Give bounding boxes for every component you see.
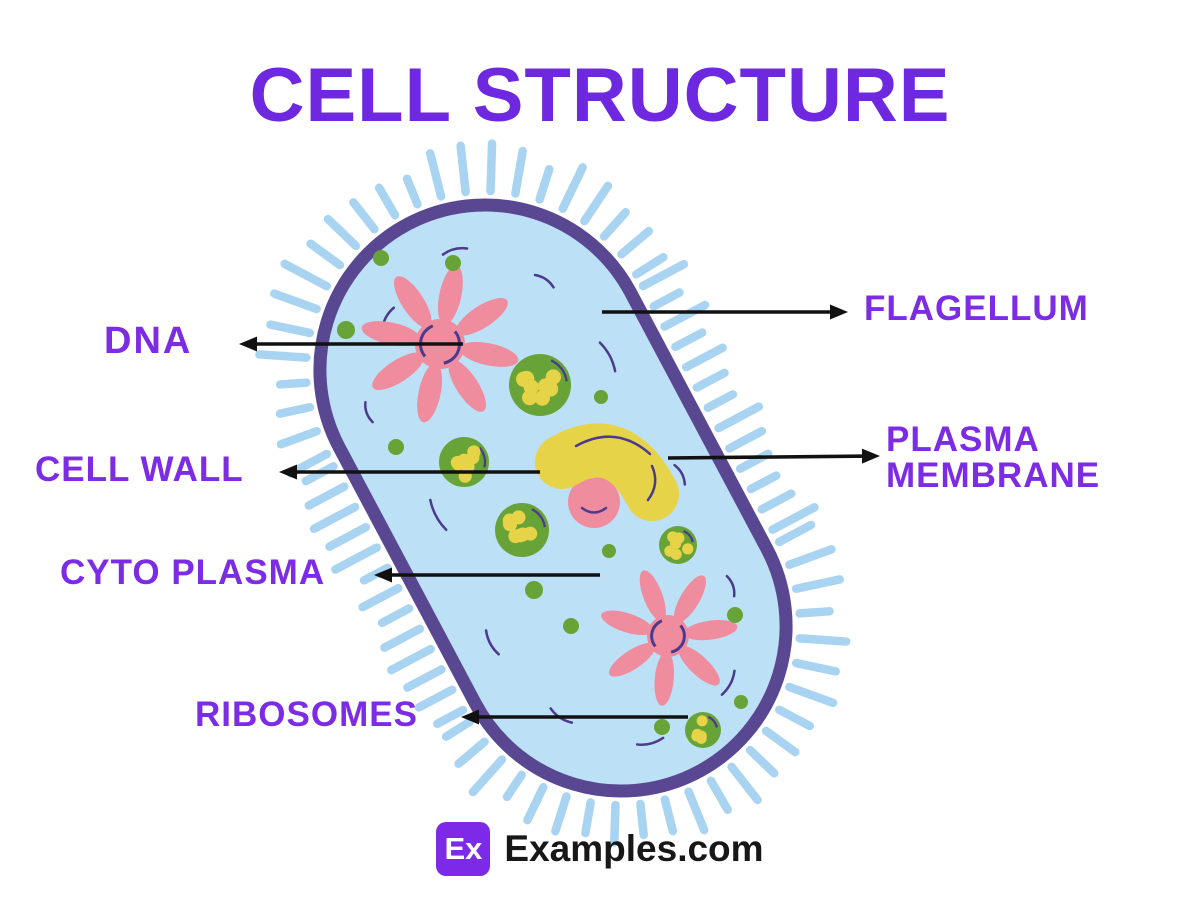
pink-vacuole xyxy=(568,476,620,528)
ribosome-cluster xyxy=(685,712,721,748)
brand-name: Examples.com xyxy=(504,828,764,869)
granule-dot xyxy=(594,390,608,404)
plasma-membrane-arrow xyxy=(667,448,880,464)
label-ribosomes: RIBOSOMES xyxy=(195,695,418,734)
granule-dot xyxy=(388,439,404,455)
cyto-plasma-arrow xyxy=(374,567,600,583)
cell-body xyxy=(313,198,793,798)
cilia-fringe xyxy=(255,139,851,847)
granule-dot xyxy=(727,607,743,623)
label-plasma-membrane: PLASMA MEMBRANE xyxy=(886,420,1101,495)
examples-logo-icon: Ex xyxy=(436,822,491,876)
ribosome-cluster xyxy=(659,526,697,564)
granule-dot xyxy=(563,618,579,634)
dna-arrow xyxy=(239,336,463,352)
nucleus-star xyxy=(601,570,738,706)
granule-dot xyxy=(525,581,543,599)
label-flagellum: FLAGELLUM xyxy=(864,289,1089,328)
granule-dot xyxy=(373,250,389,266)
cell-wall-arrow xyxy=(279,464,540,480)
granule-dot xyxy=(734,695,748,709)
ribosome-cluster xyxy=(509,354,571,416)
label-cyto-plasma: CYTO PLASMA xyxy=(60,553,326,592)
ribosome-cluster xyxy=(495,503,549,557)
nucleus-star xyxy=(361,265,519,423)
granule-dot xyxy=(654,719,670,735)
granule-dot xyxy=(445,255,461,271)
page-title: CELL STRUCTURE xyxy=(249,53,951,138)
flagellum-arrow xyxy=(602,304,848,320)
label-dna: DNA xyxy=(104,320,193,362)
granule-dot xyxy=(602,544,616,558)
yellow-body xyxy=(535,423,679,521)
label-arrows xyxy=(239,304,880,725)
granule-dot xyxy=(337,321,355,339)
label-cell-wall: CELL WALL xyxy=(35,450,244,489)
ribosomes-arrow xyxy=(461,709,688,725)
footer-branding: Ex Examples.com xyxy=(0,822,1200,876)
organelles xyxy=(337,250,748,748)
